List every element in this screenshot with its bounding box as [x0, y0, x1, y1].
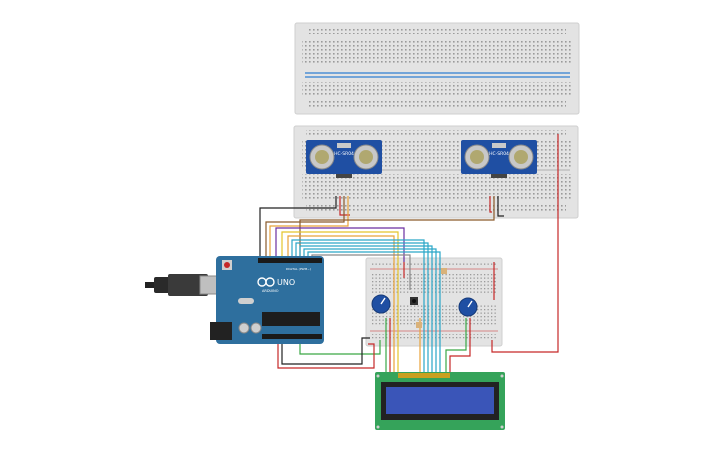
wire-purple [275, 227, 405, 262]
usb-cable [145, 282, 157, 288]
pushbutton-icon [410, 297, 418, 305]
potentiometer-2 [458, 297, 478, 317]
wire-red-pot2 [449, 318, 471, 372]
wire-red-vcc [339, 196, 350, 216]
potentiometer-icon [458, 297, 478, 317]
wire-brown-trig [265, 196, 345, 258]
wire-brown-trig-2 [299, 196, 495, 258]
wire-cyan-1 [291, 239, 425, 372]
wire-orange-echo [269, 196, 349, 258]
wire-black-gnd-2 [497, 196, 504, 217]
wire-red-vcc-2 [489, 196, 492, 213]
lcd-16x2 [375, 372, 505, 430]
resistor-icon [416, 268, 447, 328]
ultrasonic-sensor-2: HC-SR04 [461, 140, 537, 178]
wire-cyan-2 [295, 242, 429, 372]
ultrasonic-sensor-1: HC-SR04 [306, 140, 382, 178]
wire-red-5v [277, 338, 375, 369]
potentiometer-1 [371, 294, 391, 314]
wire-cyan-5 [307, 251, 441, 372]
wire-green-gnd [299, 338, 381, 355]
breadboard-small [365, 257, 503, 347]
arduino-maker-label: ARDUINO [262, 289, 279, 293]
potentiometer-icon [371, 294, 391, 314]
wire-cyan-4 [303, 248, 437, 372]
wire-orange [287, 235, 395, 372]
arduino-logo-icon [257, 277, 275, 287]
sensor-model-label: HC-SR04 [334, 151, 354, 157]
usb-plug-icon [154, 274, 208, 296]
lcd-screen [386, 387, 494, 414]
arduino-uno: UNO ARDUINO DIGITAL (PWM~) [145, 256, 324, 344]
wire-black-power [281, 337, 370, 365]
breadboard-top [294, 22, 580, 115]
wire-green-pot2 [445, 318, 467, 372]
wire-cyan-3 [299, 245, 433, 372]
wire-black-gnd [259, 196, 337, 258]
wire-yellow [281, 231, 399, 372]
arduino-brand-label: UNO [277, 278, 295, 287]
arduino-digital-label: DIGITAL (PWM~) [286, 267, 311, 271]
wire-red-rail [491, 134, 559, 353]
reset-button-icon [222, 260, 232, 270]
sensor-model-label: HC-SR04 [489, 151, 509, 157]
